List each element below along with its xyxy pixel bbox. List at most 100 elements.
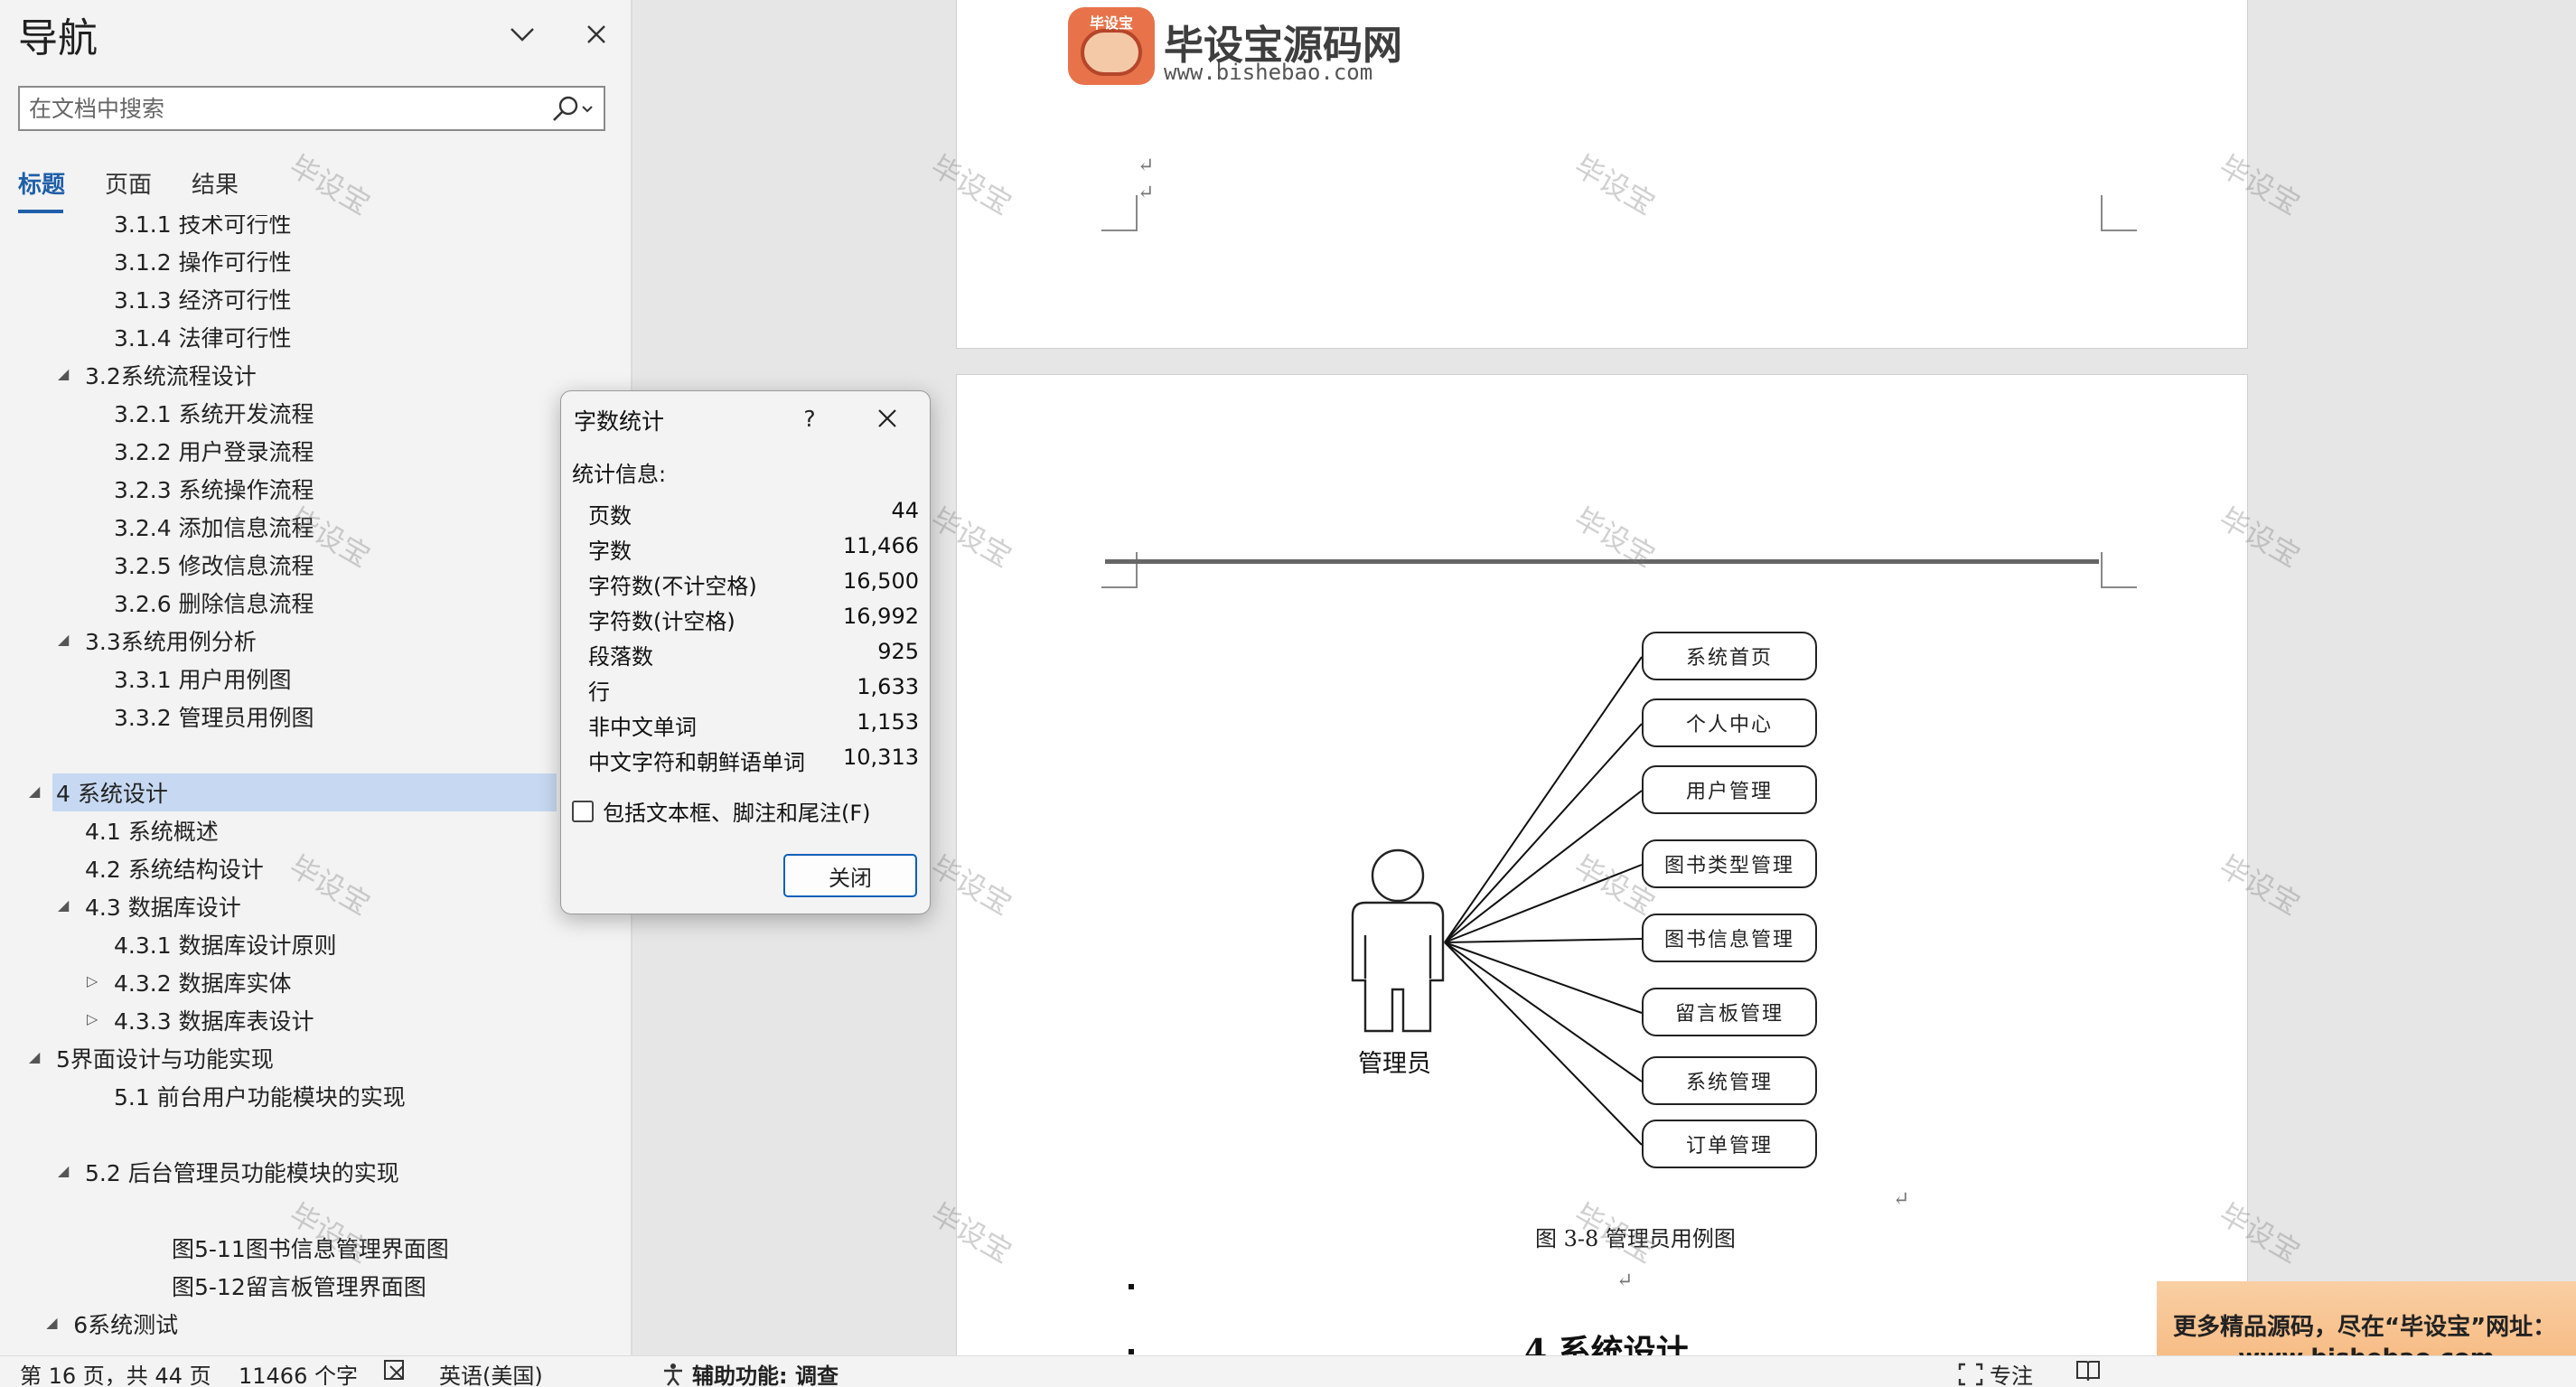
- crop-mark: [1101, 195, 1138, 231]
- outline-item[interactable]: 3.2.4 添加信息流程: [114, 508, 314, 546]
- search-input[interactable]: [29, 92, 544, 125]
- outline-item[interactable]: 3.3.2 管理员用例图: [114, 698, 314, 736]
- close-button[interactable]: 关闭: [783, 854, 917, 897]
- outline-item[interactable]: 4.1 系统概述: [85, 811, 219, 849]
- use-case-box: 系统首页: [1642, 632, 1817, 680]
- stat-label: 段落数: [588, 644, 653, 670]
- help-button[interactable]: ?: [803, 405, 816, 432]
- use-case-diagram: [1351, 656, 1643, 1146]
- book-icon: [2076, 1361, 2100, 1382]
- expand-caret-icon[interactable]: ▷: [87, 1010, 98, 1027]
- outline-item[interactable]: 4.3.2 数据库实体: [114, 963, 292, 1001]
- outline-item[interactable]: 5.1 前台用户功能模块的实现: [114, 1077, 406, 1115]
- use-case-box: 订单管理: [1642, 1120, 1817, 1168]
- outline-item[interactable]: 4.3 数据库设计: [85, 887, 241, 925]
- outline-item-label: 3.1.1 技术可行性: [114, 215, 292, 238]
- stat-value: 925: [877, 639, 919, 664]
- outline-item[interactable]: 3.2.3 系统操作流程: [114, 470, 314, 508]
- promo-url: www.bishebao.com: [2157, 1345, 2576, 1355]
- collapse-caret-icon[interactable]: ◢: [46, 1314, 58, 1331]
- outline-item-label: 4.2 系统结构设计: [85, 857, 264, 883]
- use-case-box: 图书类型管理: [1642, 839, 1817, 888]
- expand-caret-icon[interactable]: ▷: [87, 972, 98, 989]
- tab-headings[interactable]: 标题: [18, 172, 66, 199]
- tab-pages[interactable]: 页面: [105, 172, 153, 199]
- word-count-indicator[interactable]: 11466 个字: [239, 1364, 358, 1387]
- outline-item[interactable]: 5.2 后台管理员功能模块的实现: [85, 1153, 399, 1191]
- outline-item[interactable]: 3.3系统用例分析: [85, 622, 257, 660]
- outline-item[interactable]: 3.2系统流程设计: [85, 356, 257, 394]
- proofing-icon[interactable]: [383, 1358, 410, 1382]
- outline-item[interactable]: 6系统测试: [73, 1305, 178, 1343]
- stat-value: 10,313: [843, 745, 919, 770]
- outline-item-label: 3.2系统流程设计: [85, 363, 257, 389]
- collapse-caret-icon[interactable]: ◢: [58, 365, 70, 382]
- accessibility-indicator[interactable]: 辅助功能: 调查: [660, 1358, 838, 1387]
- outline-item-label: 4 系统设计: [56, 781, 168, 807]
- read-mode-button[interactable]: [2075, 1358, 2102, 1383]
- outline-item[interactable]: 3.3.1 用户用例图: [114, 660, 292, 698]
- collapse-caret-icon[interactable]: ◢: [58, 1162, 70, 1179]
- checkbox-box[interactable]: [572, 800, 594, 822]
- stat-value: 16,500: [843, 568, 919, 594]
- outline-item[interactable]: 4.3.3 数据库表设计: [114, 1001, 314, 1039]
- stat-value: 1,633: [857, 674, 919, 699]
- collapse-caret-icon[interactable]: ◢: [58, 631, 70, 648]
- stat-row: 字符数(计空格)16,992: [588, 604, 919, 638]
- crop-mark: [2101, 195, 2137, 231]
- search-icon: [553, 96, 593, 121]
- language-indicator[interactable]: 英语(美国): [439, 1364, 543, 1387]
- outline-item[interactable]: 3.2.6 删除信息流程: [114, 584, 314, 622]
- outline-item[interactable]: 5界面设计与功能实现: [56, 1039, 274, 1077]
- outline-item[interactable]: 4 系统设计: [52, 773, 557, 811]
- outline-item[interactable]: 3.1.3 经济可行性: [114, 280, 292, 318]
- outline-item-label: 3.3.2 管理员用例图: [114, 705, 314, 731]
- outline-item[interactable]: 3.2.5 修改信息流程: [114, 546, 314, 584]
- header-rule: [1105, 559, 2099, 564]
- use-case-box: 图书信息管理: [1642, 914, 1817, 962]
- promo-banner[interactable]: 更多精品源码，尽在“毕设宝”网址： www.bishebao.com: [2157, 1281, 2576, 1355]
- section-heading: 4 系统设计: [1524, 1333, 1689, 1355]
- outline-item-label: 3.2.2 用户登录流程: [114, 439, 314, 465]
- stat-value: 1,153: [857, 709, 919, 735]
- collapse-caret-icon[interactable]: ◢: [58, 896, 70, 914]
- outline-item[interactable]: 4.3.1 数据库设计原则: [114, 925, 337, 963]
- nav-title: 导航: [18, 15, 98, 61]
- search-button[interactable]: [546, 91, 600, 127]
- paragraph-mark: ↵: [1616, 1270, 1634, 1292]
- stat-row: 字符数(不计空格) 16,500: [588, 568, 919, 603]
- dialog-close-icon-button[interactable]: [859, 397, 915, 440]
- tab-results[interactable]: 结果: [192, 172, 239, 199]
- outline-item[interactable]: 3.1.4 法律可行性: [114, 318, 292, 356]
- outline-item[interactable]: 图5-11图书信息管理界面图: [172, 1229, 449, 1267]
- collapse-caret-icon[interactable]: ◢: [29, 1048, 41, 1065]
- outline-item-label: 4.3.3 数据库表设计: [114, 1008, 314, 1035]
- nav-close-button[interactable]: [575, 13, 618, 56]
- outline-item[interactable]: 4.2 系统结构设计: [85, 849, 264, 887]
- outline-item[interactable]: 3.1.1 技术可行性: [114, 215, 292, 242]
- stat-value: 16,992: [843, 604, 919, 629]
- focus-icon: [1958, 1363, 1983, 1385]
- promo-text: 更多精品源码，尽在“毕设宝”网址：: [2173, 1314, 2557, 1341]
- stat-label: 字符数(不计空格): [588, 574, 757, 599]
- stat-label: 页数: [588, 503, 632, 529]
- outline-item-label: 4.3.1 数据库设计原则: [114, 932, 337, 959]
- document-page-current: 管理员 系统首页个人中心用户管理图书类型管理图书信息管理留言板管理系统管理订单管…: [956, 374, 2248, 1355]
- outline-item[interactable]: 图5-12留言板管理界面图: [172, 1267, 426, 1305]
- collapse-caret-icon[interactable]: ◢: [29, 783, 41, 800]
- stat-label: 行: [588, 679, 610, 705]
- proofing-icon: [384, 1360, 404, 1380]
- include-textboxes-checkbox[interactable]: 包括文本框、脚注和尾注(F): [572, 795, 871, 827]
- outline-item[interactable]: 3.2.2 用户登录流程: [114, 432, 314, 470]
- nav-options-button[interactable]: [501, 13, 544, 56]
- outline-item-label: 3.1.3 经济可行性: [114, 287, 292, 314]
- focus-mode-button[interactable]: 专注: [1957, 1358, 2033, 1387]
- outline-item[interactable]: 3.1.2 操作可行性: [114, 242, 292, 280]
- outline-item-label: 3.2.1 系统开发流程: [114, 401, 314, 427]
- page-indicator[interactable]: 第 16 页，共 44 页: [20, 1364, 211, 1387]
- outline-item[interactable]: 3.2.1 系统开发流程: [114, 394, 314, 432]
- actor-label: 管理员: [1358, 1050, 1431, 1078]
- outline-item-label: 3.2.4 添加信息流程: [114, 515, 314, 541]
